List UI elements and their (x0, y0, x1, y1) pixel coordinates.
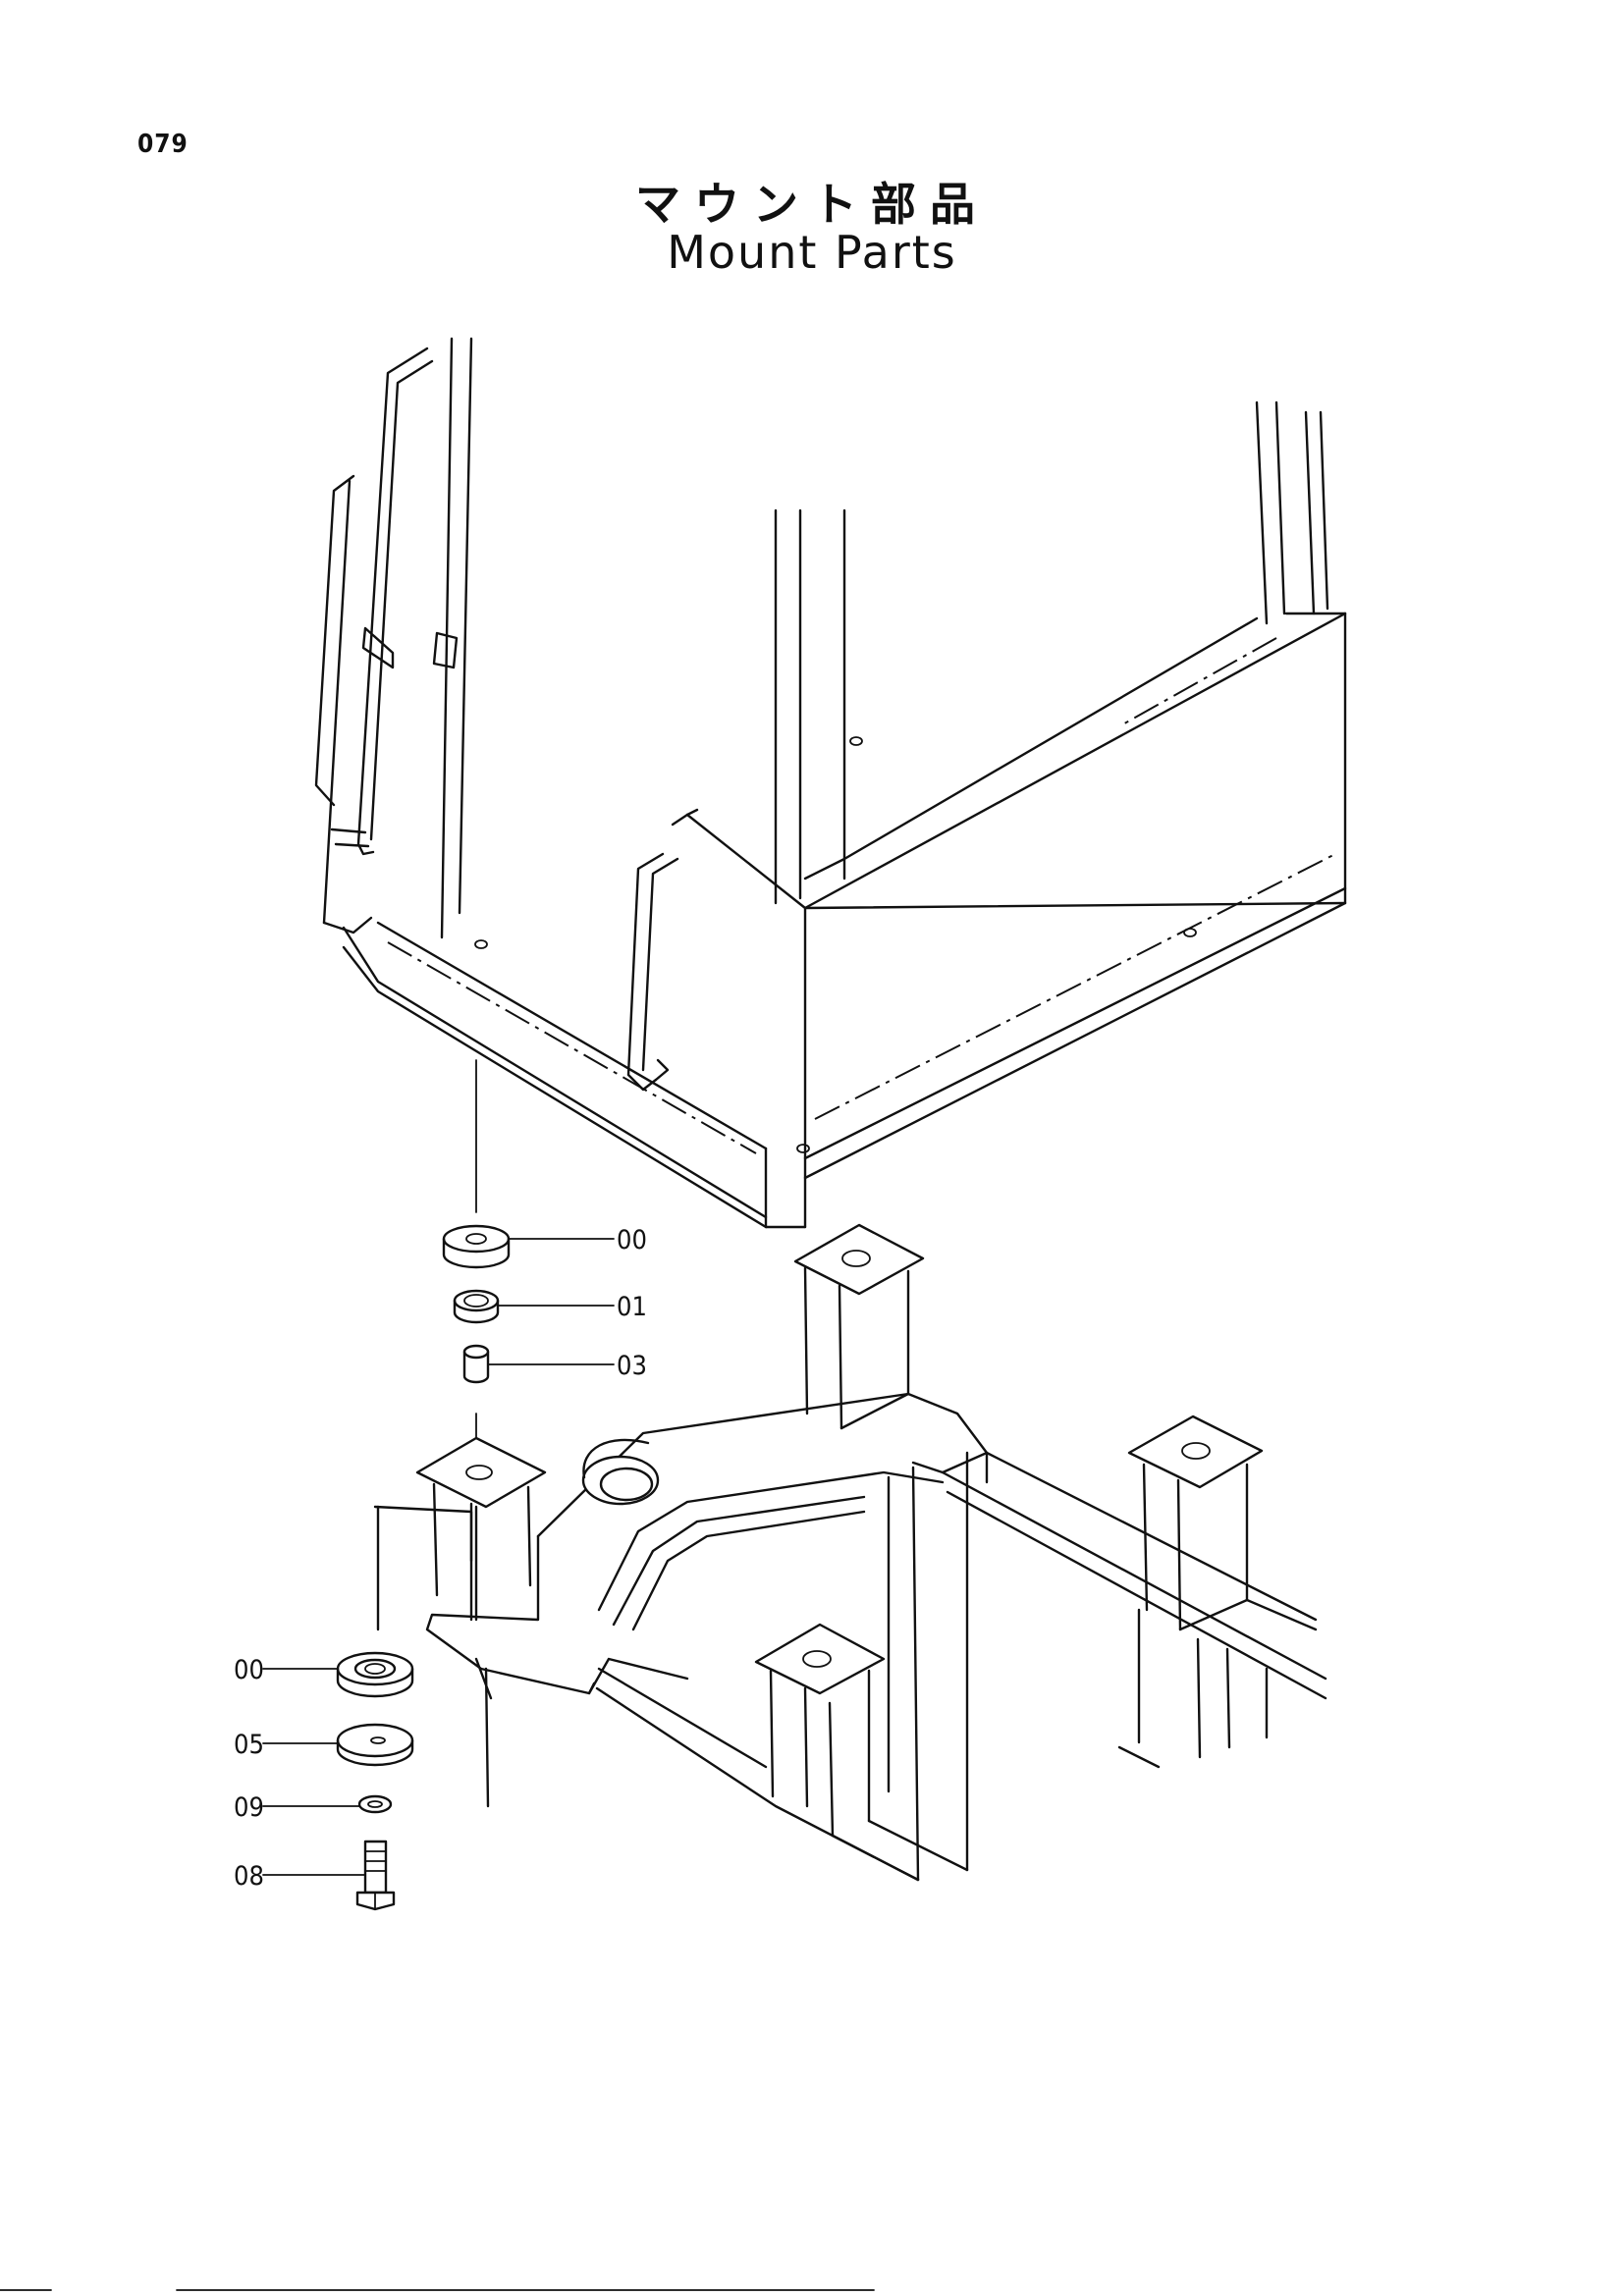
spacer-ring (453, 1289, 500, 1324)
callout-label-03: 03 (617, 1351, 647, 1381)
page-number: 079 (137, 130, 189, 159)
callout-label-08: 08 (234, 1861, 264, 1892)
cab-body (314, 337, 1347, 1229)
callout-label-01: 01 (617, 1292, 647, 1322)
page-title-english: Mount Parts (667, 226, 957, 279)
callout-leaders (262, 1238, 615, 1876)
bolt (355, 1840, 396, 1911)
page-title-japanese: マウント部品 (635, 178, 989, 231)
cushion-rubber-upper (442, 1224, 511, 1269)
spring-washer (357, 1794, 393, 1814)
callout-label-00-lower: 00 (234, 1655, 264, 1685)
cushion-rubber-lower (336, 1651, 414, 1698)
callout-label-05: 05 (234, 1730, 264, 1760)
callout-label-00-upper: 00 (617, 1225, 647, 1255)
callout-label-09: 09 (234, 1792, 264, 1823)
plate-washer (336, 1723, 414, 1767)
base-frame (373, 1223, 1327, 1882)
collar (462, 1344, 490, 1384)
